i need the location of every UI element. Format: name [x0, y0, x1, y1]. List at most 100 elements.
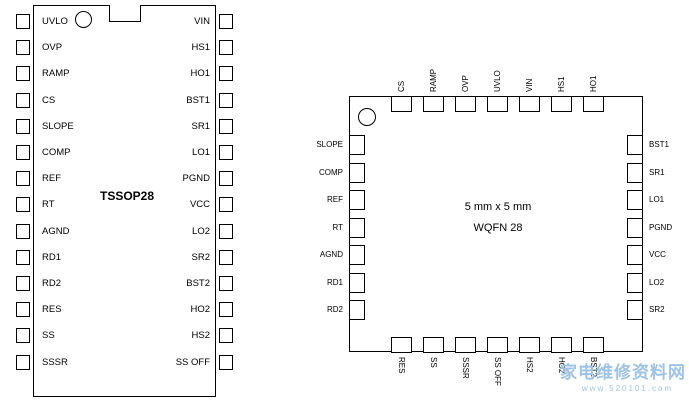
tssop-pin-vin: [219, 14, 233, 29]
tssop-pin-label-rd1: RD1: [42, 251, 62, 263]
wqfn-pin-label-ss-off: SS OFF: [493, 357, 502, 386]
wqfn-pin-ramp: [423, 96, 444, 112]
tssop-pin-label-res: RES: [42, 304, 62, 316]
wqfn-pin-label-pgnd: PGND: [649, 222, 673, 232]
tssop-pin-label-sssr: SSSR: [42, 356, 68, 368]
wqfn-pin-hs2: [519, 337, 540, 353]
tssop-pin-comp: [16, 145, 30, 160]
wqfn-pin-ovp: [455, 96, 476, 112]
tssop-pin-label-ho2: HO2: [190, 304, 210, 316]
tssop-pin-label-bst1: BST1: [186, 94, 210, 106]
wqfn-pin-label-agnd: AGND: [319, 250, 343, 259]
wqfn-pin-label-slope: SLOPE: [316, 140, 343, 149]
tssop-pin-slope: [16, 118, 30, 134]
tssop-pin-bst2: [219, 276, 233, 291]
wqfn-pin-label-rd2: RD2: [326, 305, 343, 314]
tssop-pin-label-uvlo: UVLO: [42, 16, 68, 27]
wqfn-pin-label-vin: VIN: [525, 78, 534, 92]
wqfn-pin-bst2: [583, 337, 604, 353]
tssop-pin-label-vcc: VCC: [189, 199, 210, 211]
wqfn-pin-ss: [423, 337, 444, 353]
wqfn-pin-lo1: [627, 190, 643, 210]
tssop-pin-ss-off: [219, 354, 233, 370]
wqfn-pin-rd1: [349, 272, 365, 293]
tssop-pin-sr1: [219, 118, 233, 134]
wqfn-pin-sssr: [455, 337, 476, 353]
tssop-pin-rt: [16, 197, 30, 213]
tssop-pin-label-agnd: AGND: [42, 225, 70, 237]
tssop28-notch: [109, 5, 141, 22]
wqfn-pin-comp: [349, 162, 365, 183]
tssop-pin-cs: [16, 92, 30, 108]
wqfn-pin-rt: [349, 217, 365, 238]
wqfn-pin-label-ref: REF: [327, 195, 343, 204]
wqfn-pin-label-sr1: SR1: [649, 167, 665, 177]
wqfn-pin-label-rt: RT: [332, 222, 343, 232]
wqfn-pin-lo2: [627, 272, 643, 293]
wqfn-pin-label-sr2: SR2: [649, 305, 665, 314]
tssop-pin-sr2: [219, 249, 233, 265]
tssop-pin-sssr: [16, 354, 30, 370]
wqfn-pin-bst1: [627, 135, 643, 155]
wqfn-pin-label-ho2: HO2: [557, 357, 566, 374]
tssop-pin-uvlo: [16, 14, 30, 29]
tssop-pin-lo1: [219, 145, 233, 160]
tssop-pin-ho2: [219, 302, 233, 318]
wqfn-pin-label-ho1: HO1: [589, 75, 598, 92]
tssop-pin-label-ramp: RAMP: [42, 68, 70, 80]
wqfn-pin-label-cs: CS: [397, 80, 406, 92]
wqfn-pin-agnd: [349, 245, 365, 265]
tssop-pin-label-sr1: SR1: [191, 120, 210, 132]
wqfn28-title: WQFN 28: [473, 222, 523, 234]
wqfn-pin-rd2: [349, 300, 365, 320]
wqfn-pin-sr2: [627, 300, 643, 320]
tssop28-body: [33, 5, 216, 397]
wqfn-pin-label-bst1: BST1: [649, 140, 670, 149]
tssop-pin-ovp: [16, 40, 30, 56]
tssop-pin-label-bst2: BST2: [186, 278, 210, 289]
tssop-pin-pgnd: [219, 171, 233, 187]
tssop-pin-lo2: [219, 223, 233, 239]
wqfn-pin-label-hs1: HS1: [557, 76, 566, 92]
tssop28-pin1-marker: [75, 11, 92, 28]
tssop-pin-hs1: [219, 40, 233, 56]
watermark-text: 家电维修资料网: [560, 363, 686, 382]
wqfn-pin-hs1: [551, 96, 572, 112]
wqfn-pin-label-vcc: VCC: [649, 250, 666, 259]
tssop-pin-label-ho1: HO1: [190, 68, 210, 80]
tssop-pin-rd2: [16, 276, 30, 291]
wqfn-pin-ho1: [583, 96, 604, 112]
wqfn-pin-slope: [349, 135, 365, 155]
tssop-pin-label-slope: SLOPE: [42, 120, 74, 132]
tssop-pin-bst1: [219, 92, 233, 108]
wqfn-pin-res: [391, 337, 412, 353]
tssop-pin-label-ref: REF: [42, 173, 61, 185]
wqfn-pin-ss-off: [487, 337, 508, 353]
wqfn28-body: [349, 96, 643, 352]
wqfn-pin-label-uvlo: UVLO: [493, 70, 502, 92]
tssop-pin-label-lo2: LO2: [192, 225, 210, 237]
tssop-pin-label-lo1: LO1: [192, 147, 210, 158]
wqfn28-size-label: 5 mm x 5 mm: [464, 201, 532, 213]
wqfn-pin-label-ovp: OVP: [461, 75, 470, 92]
tssop-pin-label-rt: RT: [42, 199, 55, 211]
wqfn-pin-cs: [391, 96, 412, 112]
wqfn-pin-label-res: RES: [397, 357, 406, 374]
tssop-pin-label-rd2: RD2: [42, 278, 62, 289]
wqfn-pin-label-sssr: SSSR: [461, 357, 470, 379]
tssop-pin-label-comp: COMP: [42, 147, 71, 158]
tssop-pin-vcc: [219, 197, 233, 213]
tssop-pin-label-vin: VIN: [194, 16, 210, 27]
tssop-pin-rd1: [16, 249, 30, 265]
tssop-pin-res: [16, 302, 30, 318]
wqfn-pin-label-ramp: RAMP: [429, 68, 438, 92]
tssop28-title: TSSOP28: [100, 189, 155, 203]
watermark-url: www.520101.com: [582, 384, 674, 393]
wqfn-pin-uvlo: [487, 96, 508, 112]
tssop-pin-label-ss-off: SS OFF: [175, 356, 210, 368]
wqfn28-pin1-marker: [358, 108, 376, 126]
wqfn-pin-label-rd1: RD1: [326, 277, 343, 287]
tssop-pin-label-ovp: OVP: [42, 42, 63, 54]
tssop-pin-ref: [16, 171, 30, 187]
wqfn-pin-ho2: [551, 337, 572, 353]
